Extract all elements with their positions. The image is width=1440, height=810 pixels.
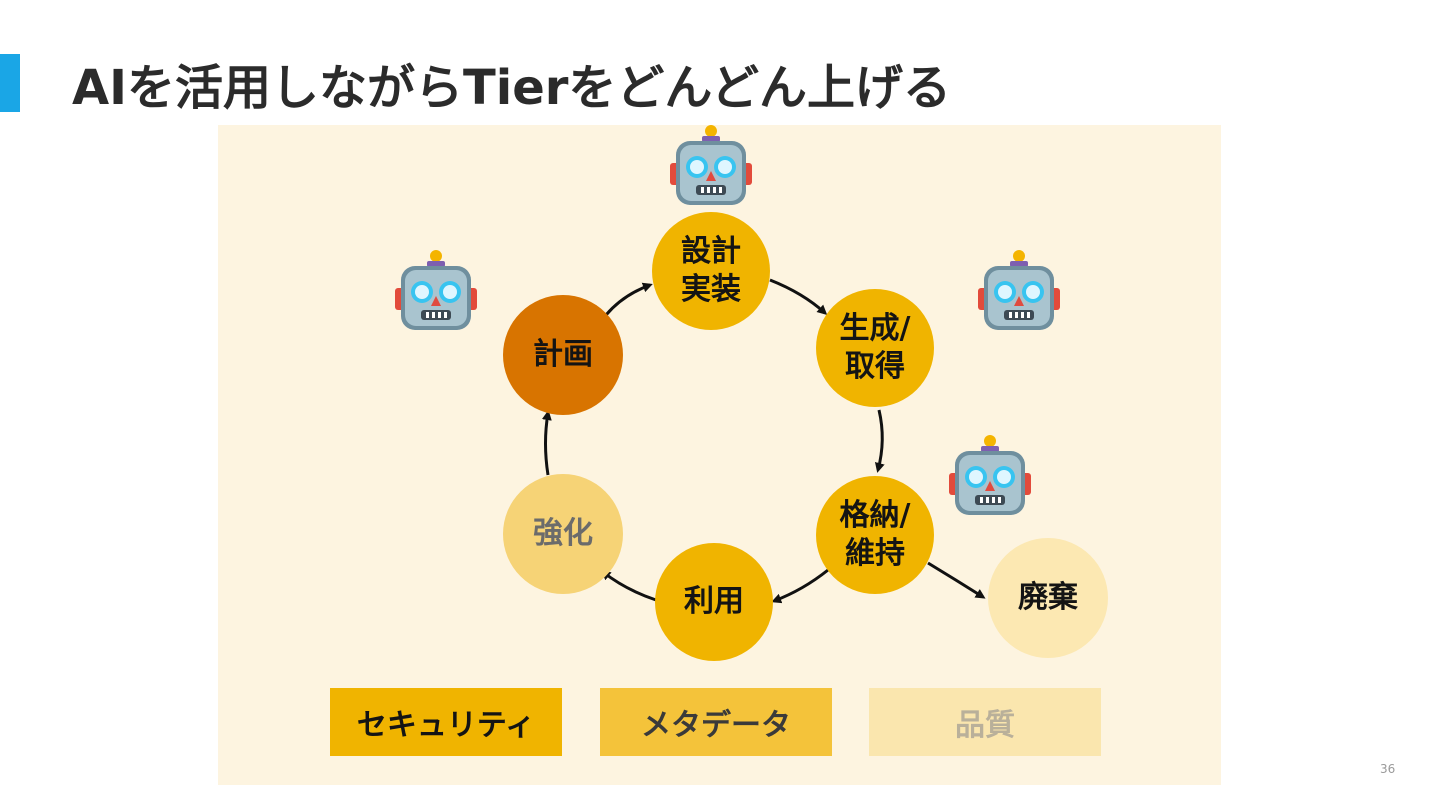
title-accent-bar — [0, 54, 20, 112]
cycle-node-plan: 計画 — [503, 295, 623, 415]
cycle-node-enhance: 強化 — [503, 474, 623, 594]
arrow-store-to-dispose — [927, 561, 986, 599]
cycle-node-generate: 生成/ 取得 — [816, 289, 934, 407]
cycle-node-dispose: 廃棄 — [988, 538, 1108, 658]
robot-face-icon — [978, 250, 1060, 330]
cycle-node-design: 設計 実装 — [652, 212, 770, 330]
tag-quality: 品質 — [869, 688, 1101, 756]
arrow-design-to-generate — [769, 278, 828, 316]
page-number: 36 — [1380, 762, 1396, 776]
tag-metadata: メタデータ — [600, 688, 832, 756]
cycle-node-store: 格納/ 維持 — [816, 476, 934, 594]
cycle-arrows — [541, 278, 986, 604]
arrow-generate-to-store — [874, 409, 885, 473]
arrow-plan-to-design — [604, 282, 653, 316]
diagram-panel: 設計 実装 生成/ 取得 格納/ 維持 利用 強化 計画 廃棄 — [218, 125, 1221, 785]
arrow-enhance-to-plan — [541, 410, 552, 476]
arrow-store-to-use — [771, 568, 829, 604]
arrow-use-to-enhance — [600, 570, 657, 602]
cycle-node-use: 利用 — [655, 543, 773, 661]
robot-face-icon — [670, 125, 752, 205]
robot-face-icon — [949, 435, 1031, 515]
robot-face-icon — [395, 250, 477, 330]
tag-security: セキュリティ — [330, 688, 562, 756]
slide-title: AIを活用しながらTierをどんどん上げる — [72, 60, 951, 116]
